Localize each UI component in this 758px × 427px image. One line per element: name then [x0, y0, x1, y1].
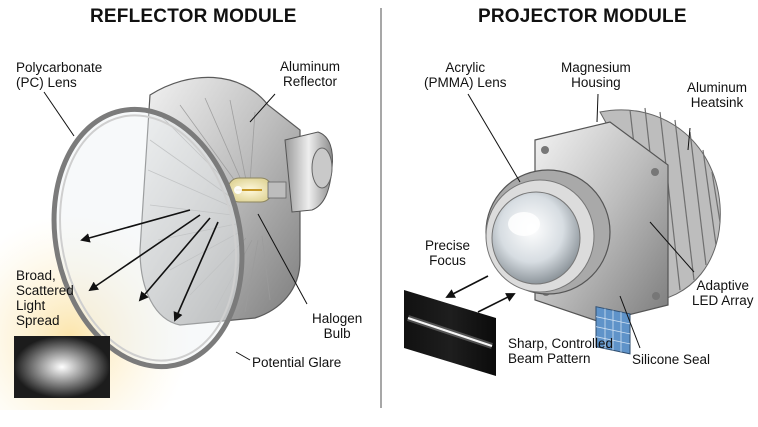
broad-spread-swatch	[14, 336, 110, 398]
label-precise-focus: Precise Focus	[425, 238, 471, 268]
sharp-beam-swatch	[404, 290, 496, 376]
acrylic-lens-shape	[491, 191, 581, 285]
reflector-title: REFLECTOR MODULE	[90, 6, 297, 27]
projector-leaders	[467, 93, 695, 349]
reflector-illustration	[0, 76, 333, 410]
scattered-light-rays	[80, 209, 219, 322]
halogen-bulb-shape	[227, 177, 287, 203]
label-potential-glare: Potential Glare	[252, 355, 342, 370]
pc-lens-inner-rim	[59, 114, 237, 362]
label-sharp-beam: Sharp, Controlled Beam Pattern	[508, 336, 614, 366]
flange-bolt	[651, 168, 659, 176]
label-aluminum-heatsink: Aluminum Heatsink	[687, 80, 748, 110]
label-magnesium-housing: Magnesium Housing	[561, 60, 631, 90]
adaptive-led-array-shape	[595, 306, 631, 355]
label-silicone-seal: Silicone Seal	[632, 352, 711, 367]
flange-bolt	[541, 146, 549, 154]
label-adaptive-led: Adaptive LED Array	[692, 278, 754, 308]
label-aluminum-reflector: Aluminum Reflector	[280, 59, 341, 89]
label-acrylic-lens: Acrylic (PMMA) Lens	[424, 60, 507, 90]
flange-bolt	[652, 292, 660, 300]
projector-illustration	[404, 107, 721, 376]
focus-arrows	[445, 275, 516, 313]
pc-lens-shape	[51, 106, 245, 370]
lens-highlight	[508, 212, 540, 236]
label-pc-lens: Polycarbonate (PC) Lens	[16, 60, 103, 90]
label-broad-spread: Broad, Scattered Light Spread	[16, 268, 74, 328]
projector-title: PROJECTOR MODULE	[478, 6, 687, 27]
label-halogen-bulb: Halogen Bulb	[312, 311, 363, 341]
socket-cap	[311, 147, 333, 189]
reflector-leaders	[43, 91, 308, 361]
